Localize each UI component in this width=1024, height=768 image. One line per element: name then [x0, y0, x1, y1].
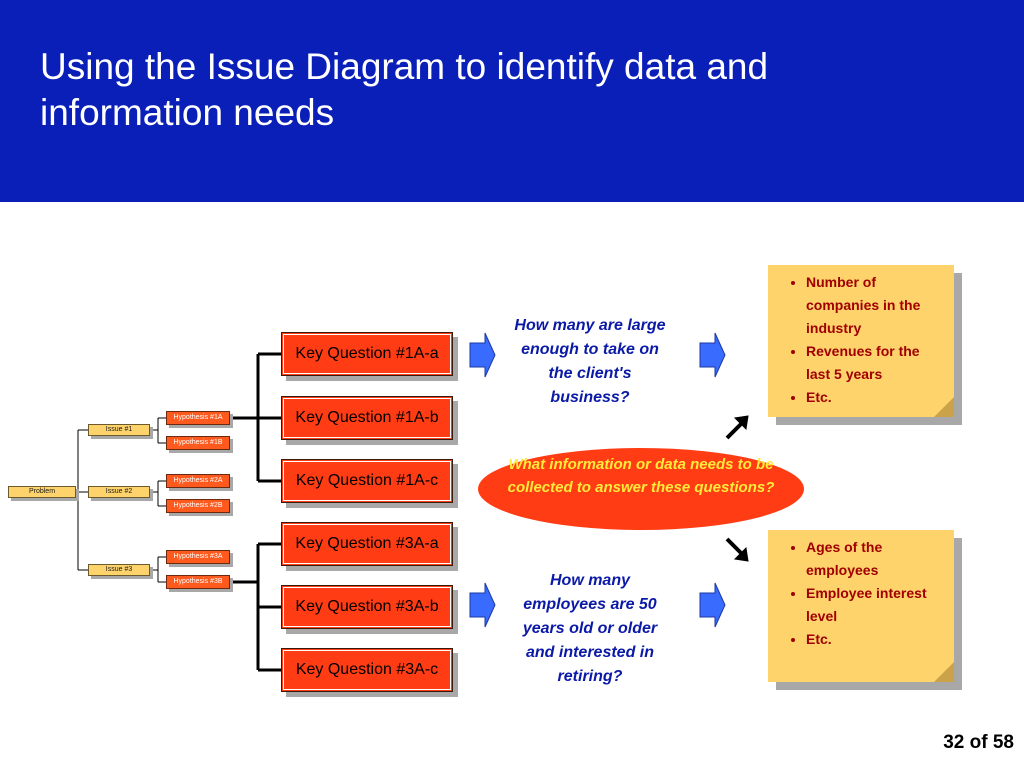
question-text-top: How many are large enough to take on the…: [514, 317, 666, 406]
note-bottom-fold: [934, 662, 954, 682]
page-number: 32 of 58: [943, 732, 1014, 753]
slide-title: Using the Issue Diagram to identify data…: [40, 46, 769, 133]
hypothesis-box-1b: Hypothesis #1B: [166, 436, 230, 450]
key-question-3a-b: Key Question #3A-b: [281, 585, 453, 629]
issue-box-1: Issue #1: [88, 424, 150, 436]
key-question-1a-b: Key Question #1A-b: [281, 396, 453, 440]
right-arrow-icon: [469, 582, 496, 628]
issue-box-3: Issue #3: [88, 564, 150, 576]
slide-header: Using the Issue Diagram to identify data…: [0, 0, 1024, 202]
question-text-bottom: How many employees are 50 years old or o…: [522, 572, 658, 685]
hypothesis-box-2a: Hypothesis #2A: [166, 474, 230, 488]
note-top-item: Revenues for the last 5 years: [806, 340, 946, 386]
hypothesis-box-3a: Hypothesis #3A: [166, 550, 230, 564]
hypothesis-box-2b: Hypothesis #2B: [166, 499, 230, 513]
right-arrow-icon: [699, 582, 726, 628]
note-bottom: Ages of the employees Employee interest …: [768, 530, 954, 682]
problem-box: Problem: [8, 486, 76, 498]
center-ellipse-text: What information or data needs to be col…: [507, 456, 775, 496]
hypothesis-box-1a: Hypothesis #1A: [166, 411, 230, 425]
arrow-up-right-icon: [725, 421, 744, 440]
key-question-1a-a: Key Question #1A-a: [281, 332, 453, 376]
issue-box-2: Issue #2: [88, 486, 150, 498]
note-top: Number of companies in the industry Reve…: [768, 265, 954, 417]
key-question-1a-c: Key Question #1A-c: [281, 459, 453, 503]
key-question-3a-a: Key Question #3A-a: [281, 522, 453, 566]
arrow-down-right-icon: [725, 537, 744, 556]
note-top-fold: [934, 397, 954, 417]
note-top-item: Number of companies in the industry: [806, 271, 946, 340]
center-ellipse: [478, 448, 804, 530]
note-bottom-item: Ages of the employees: [806, 536, 946, 582]
right-arrow-icon: [699, 332, 726, 378]
note-top-item: Etc.: [806, 386, 946, 409]
note-bottom-item: Employee interest level: [806, 582, 946, 628]
key-question-3a-c: Key Question #3A-c: [281, 648, 453, 692]
note-bottom-item: Etc.: [806, 628, 946, 651]
hypothesis-box-3b: Hypothesis #3B: [166, 575, 230, 589]
right-arrow-icon: [469, 332, 496, 378]
